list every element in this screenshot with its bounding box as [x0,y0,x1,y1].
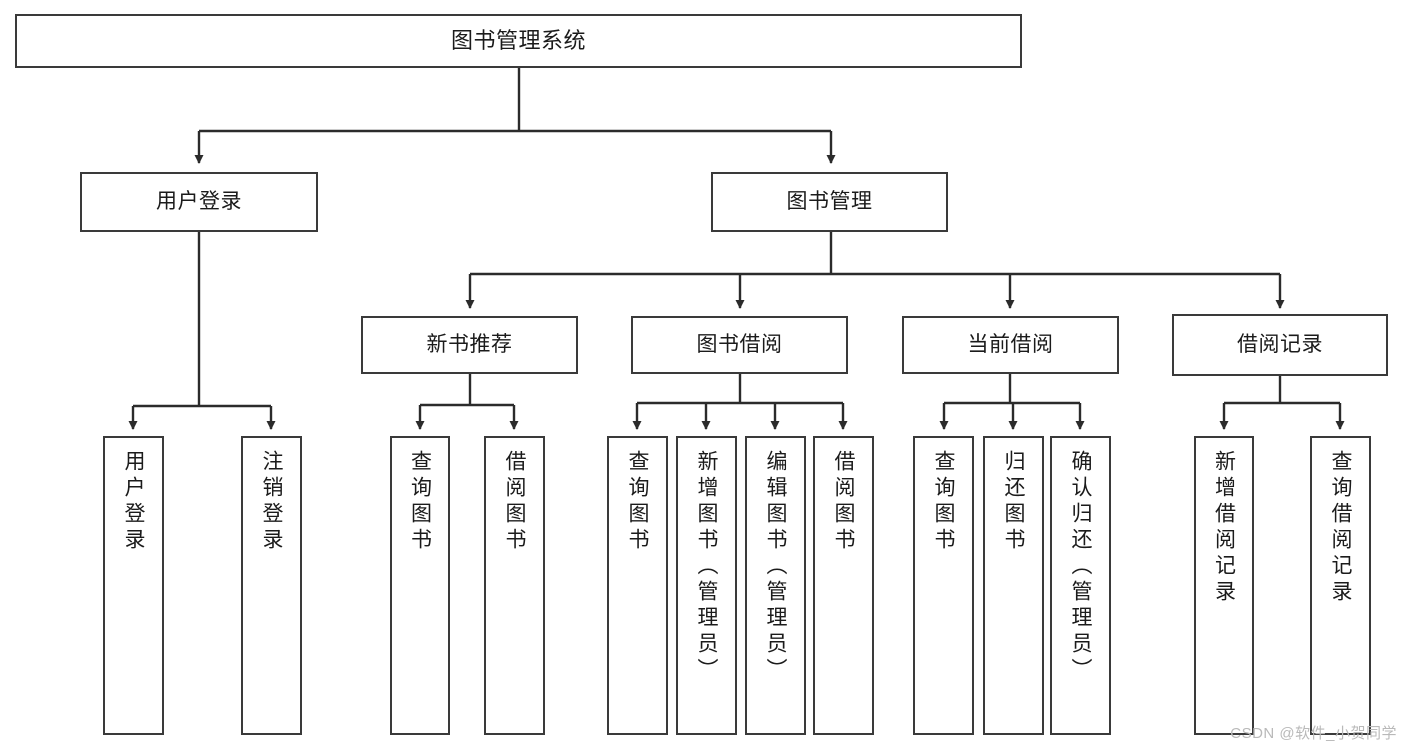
node-label: 新增借阅记录 [1212,450,1236,606]
leaf-recommend-borrow-book[interactable]: 借阅图书 [484,436,545,735]
node-label: 图书管理 [786,189,873,213]
node-root-system[interactable]: 图书管理系统 [15,14,1022,68]
node-label: 借阅图书 [503,450,526,554]
leaf-borrow-add-book-admin[interactable]: 新增图书（管理员） [676,436,737,735]
node-label: 借阅图书 [832,450,855,554]
node-new-book-recommend[interactable]: 新书推荐 [361,316,578,374]
node-label: 查询图书 [408,450,432,554]
leaf-record-add-record[interactable]: 新增借阅记录 [1194,436,1254,735]
node-label: 当前借阅 [967,332,1054,356]
leaf-borrow-query-book[interactable]: 查询图书 [607,436,668,735]
node-label: 用户登录 [156,189,242,213]
node-label: 查询借阅记录 [1329,450,1352,606]
node-user-login[interactable]: 用户登录 [80,172,318,232]
node-current-borrow[interactable]: 当前借阅 [902,316,1119,374]
node-label: 图书管理系统 [450,28,586,54]
node-book-borrow[interactable]: 图书借阅 [631,316,848,374]
leaf-borrow-edit-book-admin[interactable]: 编辑图书（管理员） [745,436,806,735]
node-label: 编辑图书（管理员） [764,450,787,684]
node-label: 查询图书 [626,450,649,554]
leaf-record-query-record[interactable]: 查询借阅记录 [1310,436,1371,735]
leaf-borrow-borrow-book[interactable]: 借阅图书 [813,436,874,735]
node-label: 查询图书 [932,450,955,554]
node-label: 借阅记录 [1237,332,1323,356]
node-label: 注销登录 [260,450,283,554]
leaf-current-confirm-return-admin[interactable]: 确认归还（管理员） [1050,436,1111,735]
node-label: 用户登录 [122,450,145,554]
node-label: 图书借阅 [696,332,783,356]
node-label: 新书推荐 [426,332,513,356]
leaf-current-query-book[interactable]: 查询图书 [913,436,974,735]
node-book-management[interactable]: 图书管理 [711,172,948,232]
csdn-watermark: CSDN @软件_小贺同学 [1230,725,1397,742]
leaf-current-return-book[interactable]: 归还图书 [983,436,1044,735]
node-borrow-record[interactable]: 借阅记录 [1172,314,1388,376]
node-label: 归还图书 [1002,450,1025,554]
leaf-recommend-query-book[interactable]: 查询图书 [390,436,450,735]
leaf-user-login-logout[interactable]: 注销登录 [241,436,302,735]
node-label: 新增图书（管理员） [695,450,718,684]
leaf-user-login-login[interactable]: 用户登录 [103,436,164,735]
node-label: 确认归还（管理员） [1069,450,1092,684]
